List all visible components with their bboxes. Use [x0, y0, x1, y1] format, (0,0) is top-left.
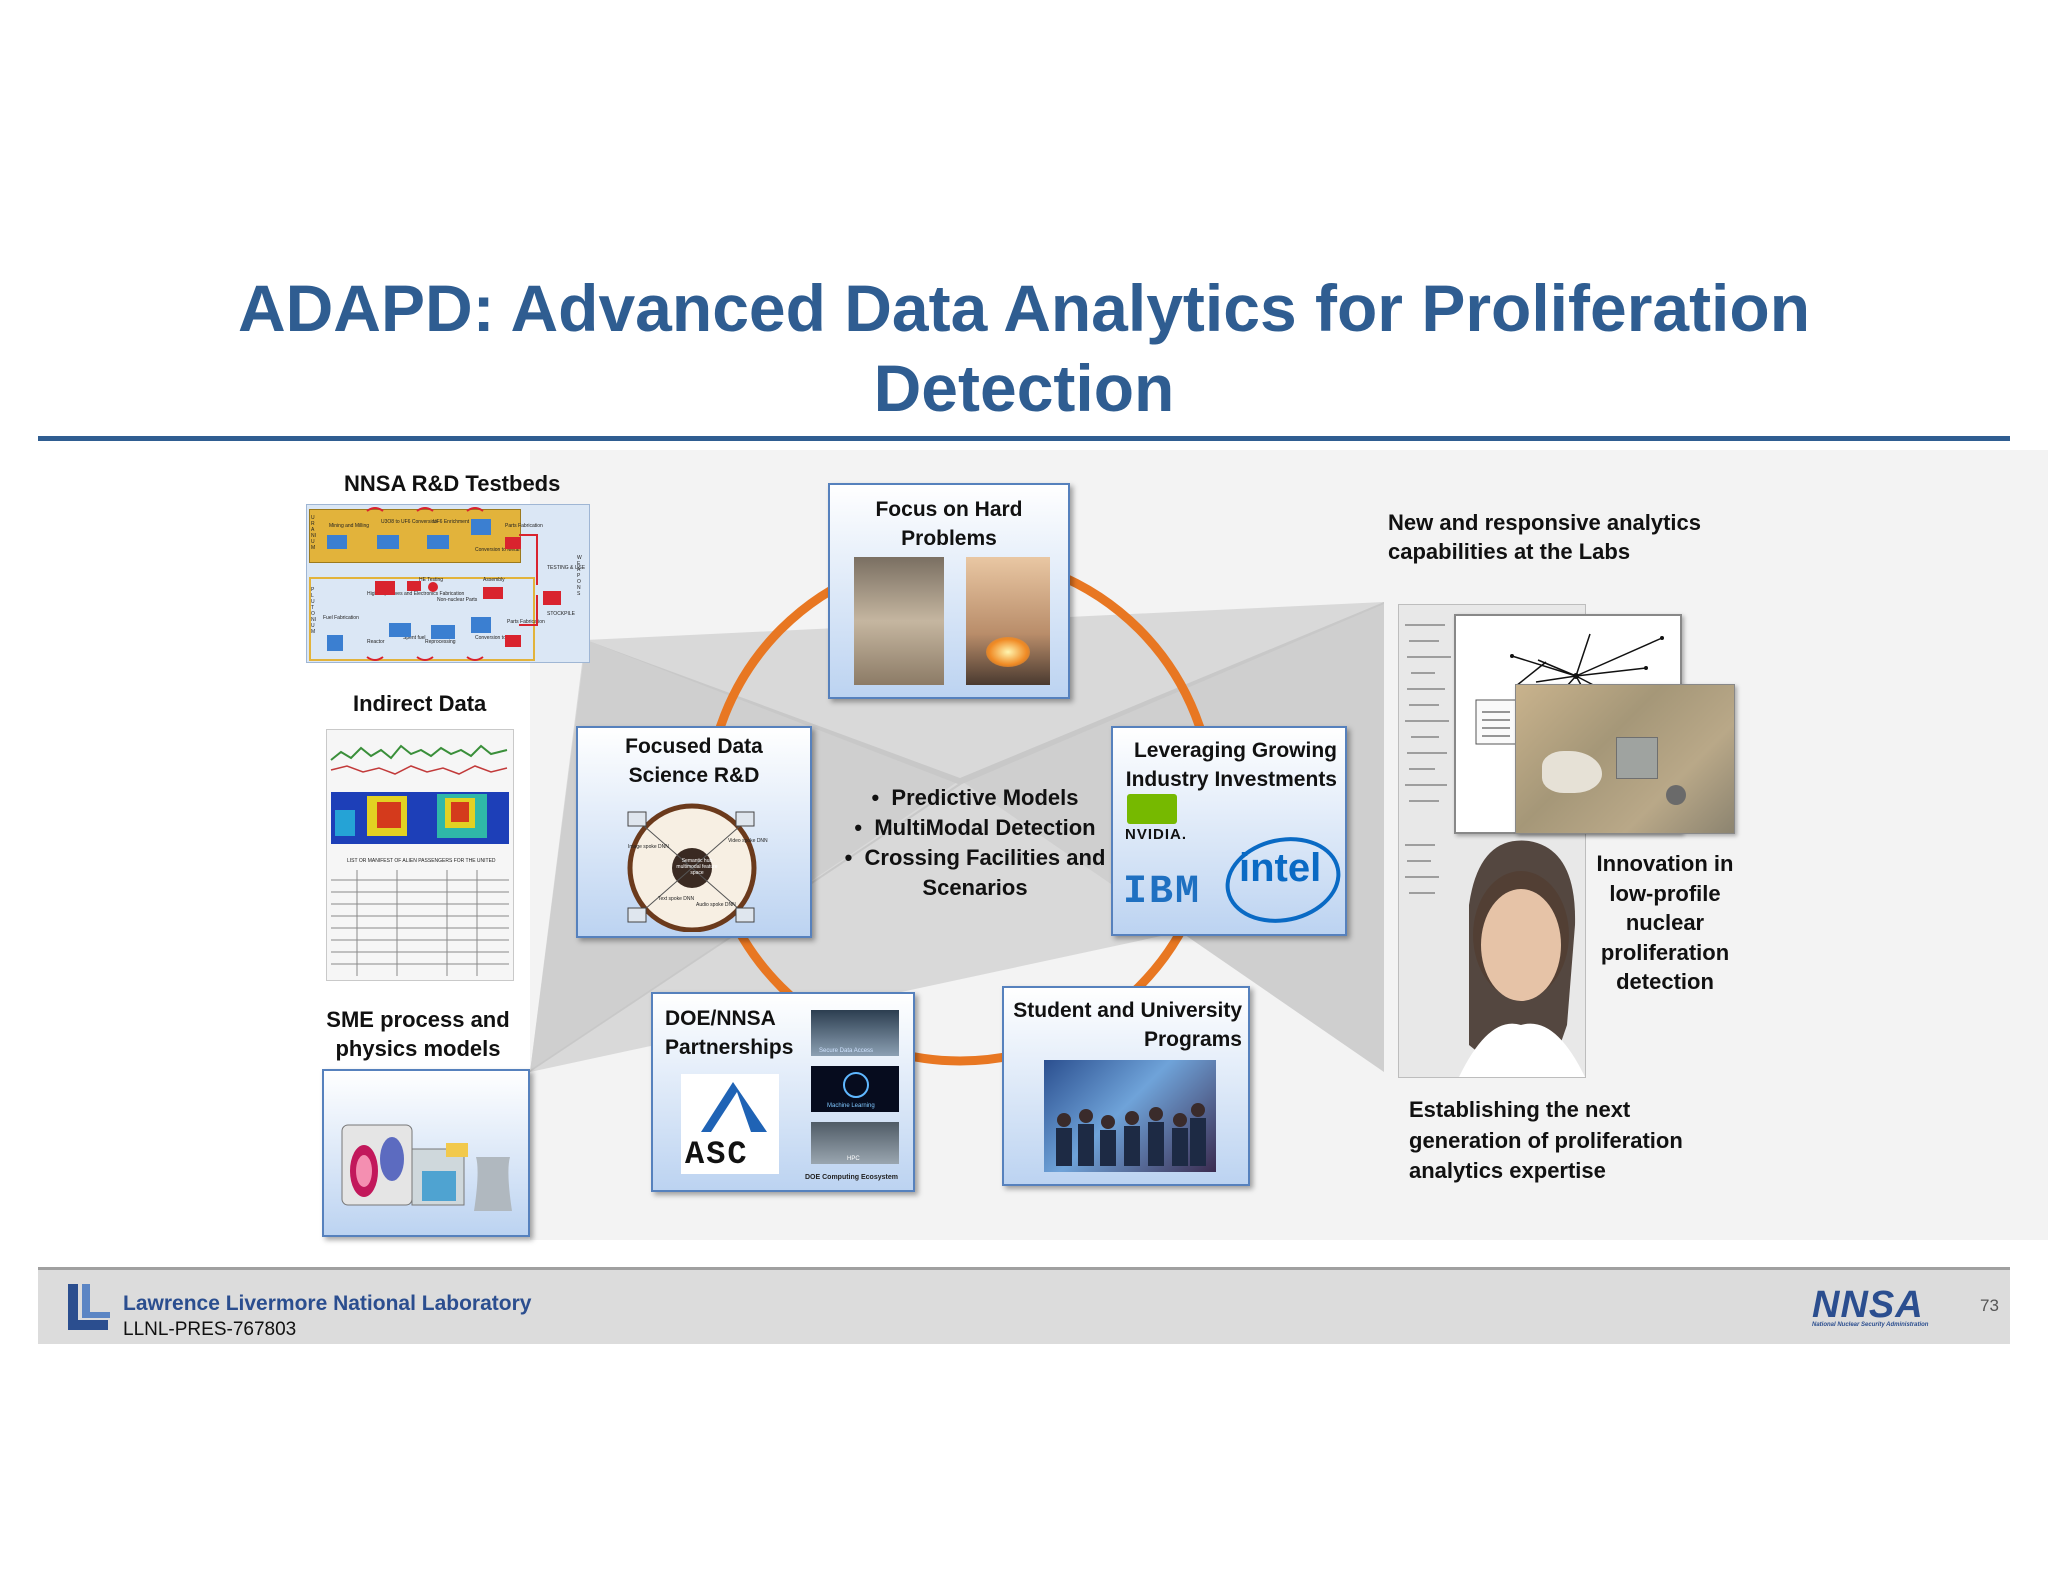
doe-partnerships-box: DOE/NNSA Partnerships ASC Secure Data Ac…: [651, 992, 915, 1192]
satellite-image: [1515, 684, 1735, 834]
footer-band: [38, 1270, 2010, 1344]
asc-logo: ASC: [681, 1074, 779, 1174]
machine-learning-image: Machine Learning: [811, 1066, 899, 1112]
llnl-logo-icon: [68, 1284, 110, 1330]
center-bullets: • Predictive Models • MultiModal Detecti…: [820, 783, 1130, 903]
establishing-label: Establishing the next generation of prol…: [1409, 1097, 1683, 1183]
nnsa-full-name: National Nuclear Security Administration: [1812, 1322, 1929, 1328]
bullet-item: • MultiModal Detection: [854, 815, 1096, 840]
students-photo: [1044, 1060, 1216, 1172]
sme-label: SME process and physics models: [326, 1007, 510, 1061]
indirect-data-label: Indirect Data: [353, 691, 487, 716]
hub-spoke-diagram: [627, 803, 757, 932]
ibm-logo: IBM: [1123, 870, 1202, 915]
secure-data-image: Secure Data Access: [811, 1010, 899, 1056]
nnsa-logo: NNSA: [1812, 1284, 1924, 1326]
title-line-1: ADAPD: Advanced Data Analytics for Proli…: [237, 271, 1811, 345]
doe-ecosystem-caption: DOE Computing Ecosystem: [805, 1174, 898, 1181]
testbeds-label: NNSA R&D Testbeds: [344, 471, 561, 496]
nvidia-eye-icon: [1127, 794, 1177, 824]
intel-logo: intel: [1239, 846, 1322, 890]
student-programs-box: Student and University Programs: [1002, 986, 1250, 1186]
indirect-data-image: LIST OR MANIFEST OF ALIEN PASSENGERS FOR…: [326, 729, 514, 981]
explosion-photo: [966, 557, 1050, 685]
reactor-illustration: [341, 1124, 512, 1211]
nvidia-logo: NVIDIA.: [1125, 826, 1188, 843]
title-divider: [38, 436, 2010, 441]
testbeds-flowchart: URANIUM PLUTONIUM WEAPONS Mining and Mil…: [306, 504, 590, 663]
slide-title: ADAPD: Advanced Data Analytics for Proli…: [0, 268, 2048, 428]
hard-problems-box: Focus on Hard Problems: [828, 483, 1070, 699]
page-number: 73: [1980, 1296, 1999, 1315]
title-line-2: Detection: [873, 351, 1175, 425]
new-capabilities-label: New and responsive analytics capabilitie…: [1388, 510, 1702, 564]
footer-divider: [38, 1267, 2010, 1270]
bullet-continuation: Scenarios: [922, 875, 1028, 900]
document-id: LLNL-PRES-767803: [123, 1319, 297, 1340]
hpc-image: HPC: [811, 1122, 899, 1164]
industry-box: Leveraging Growing Industry Investments …: [1111, 726, 1349, 936]
bullet-item: • Crossing Facilities and: [844, 845, 1106, 870]
lab-name: Lawrence Livermore National Laboratory: [123, 1292, 532, 1315]
focused-rd-box: Focused Data Science R&D Semantic hub mu…: [576, 726, 812, 938]
manifest-heading: LIST OR MANIFEST OF ALIEN PASSENGERS FOR…: [347, 858, 496, 864]
tunnel-photo: [854, 557, 944, 685]
innovation-label: Innovation in low-profile nuclear prolif…: [1596, 851, 1734, 994]
bullet-item: • Predictive Models: [871, 785, 1079, 810]
sme-box: [322, 1069, 530, 1237]
